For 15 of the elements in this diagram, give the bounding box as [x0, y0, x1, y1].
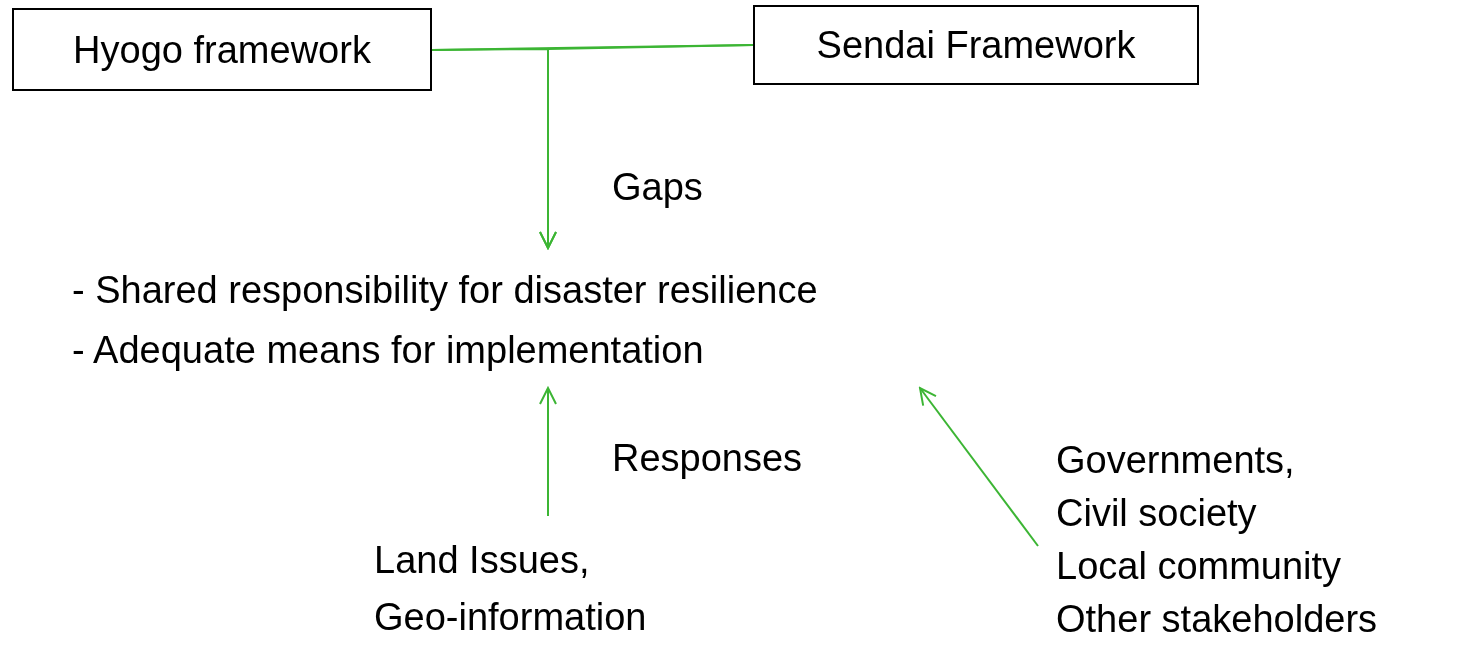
text-line: Governments, — [1056, 438, 1296, 483]
arrow — [539, 44, 754, 249]
arrow — [539, 387, 557, 517]
text-line: Other stakeholders — [1056, 597, 1379, 642]
framework-box — [753, 5, 1199, 85]
box-title: Sendai Framework — [816, 23, 1136, 67]
text-line: Local community — [1056, 544, 1343, 589]
framework-box — [12, 8, 432, 91]
text-line: - Shared responsibility for disaster resilience — [72, 268, 819, 313]
arrow — [919, 387, 1039, 547]
text-line: - Adequate means for implementation — [72, 328, 705, 373]
text-line: Land Issues, — [374, 538, 591, 583]
text-line: Civil society — [1056, 491, 1258, 536]
text-line: Geo-information — [374, 595, 648, 640]
box-title: Hyogo framework — [73, 27, 371, 72]
